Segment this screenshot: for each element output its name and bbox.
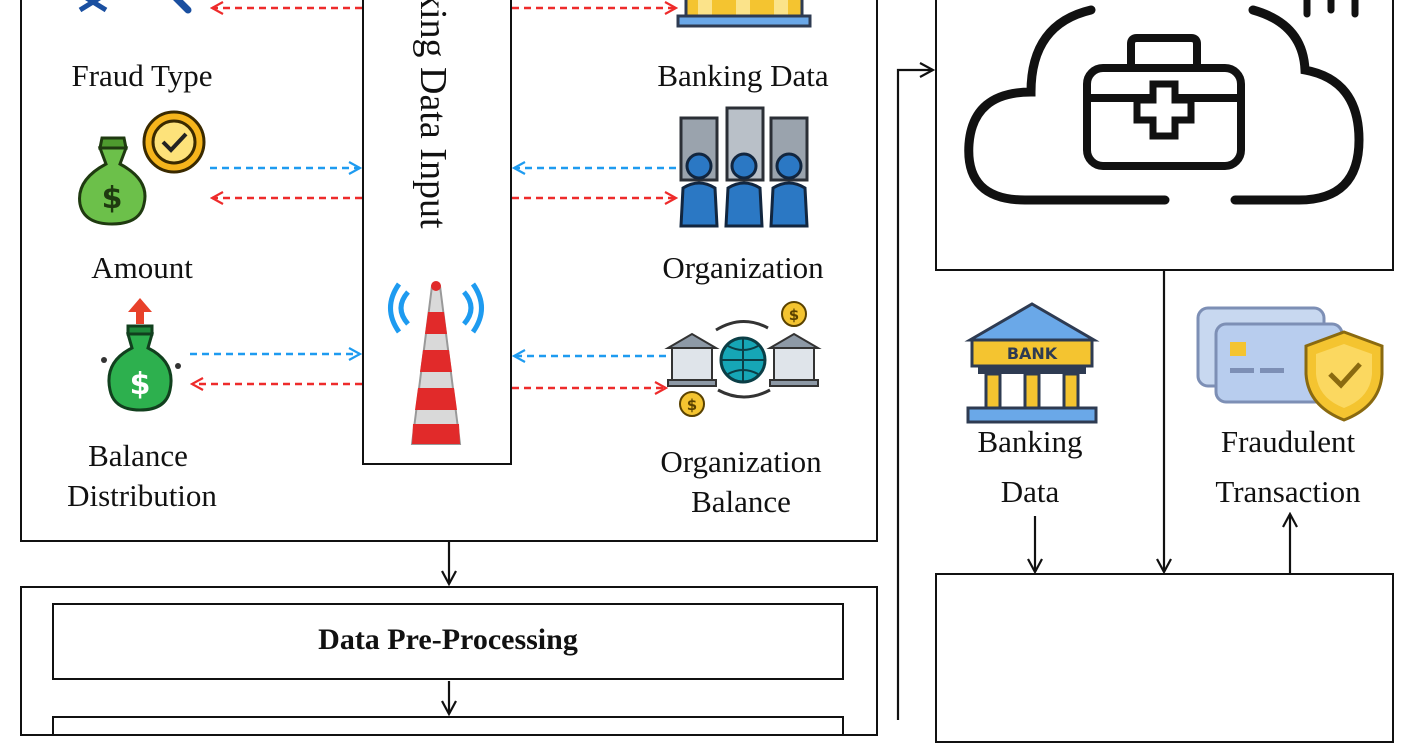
amount-label: Amount bbox=[91, 250, 193, 285]
svg-text:$: $ bbox=[130, 367, 151, 402]
fraud-type-label: Fraud Type bbox=[71, 58, 213, 93]
organization-balance-label: Organization bbox=[660, 444, 822, 479]
bank-sign: BANK bbox=[1007, 344, 1058, 363]
banking-data-label: Banking Data bbox=[657, 58, 829, 93]
svg-text:$: $ bbox=[687, 396, 697, 414]
svg-text:$: $ bbox=[789, 306, 799, 324]
fraud-type-icon bbox=[78, 0, 192, 14]
bank-building-icon bbox=[676, 0, 812, 28]
bank-icon: BANK bbox=[964, 302, 1100, 424]
svg-text:$: $ bbox=[102, 181, 123, 216]
organization-people-icon bbox=[679, 106, 809, 228]
secure-card-icon bbox=[1196, 306, 1384, 422]
fraudulent-transaction-label: Fraudulent bbox=[1220, 424, 1356, 459]
banking-data-output-label-line2: Data bbox=[1000, 474, 1060, 509]
detection-module-box bbox=[935, 573, 1394, 743]
arrow-to-cloud bbox=[896, 70, 933, 720]
preprocessing-title-box bbox=[52, 603, 844, 680]
balance-distribution-label-line2: Distribution bbox=[67, 478, 217, 513]
flow-arrows bbox=[190, 0, 1410, 720]
cloud-medical-icon bbox=[964, 0, 1364, 205]
fraudulent-transaction-label-line2: Transaction bbox=[1215, 474, 1361, 509]
preprocessing-title: Data Pre-Processing bbox=[318, 623, 578, 656]
banking-data-output-label: Banking bbox=[977, 424, 1083, 459]
organization-label: Organization bbox=[662, 250, 824, 285]
signal-tower-icon bbox=[388, 281, 484, 445]
balance-distribution-label: Balance bbox=[88, 438, 188, 473]
balance-bag-icon: $ bbox=[101, 298, 181, 412]
money-bag-icon: $ bbox=[78, 110, 206, 226]
organization-balance-label-line2: Balance bbox=[691, 484, 791, 519]
organization-balance-icon: $ $ bbox=[664, 301, 822, 417]
